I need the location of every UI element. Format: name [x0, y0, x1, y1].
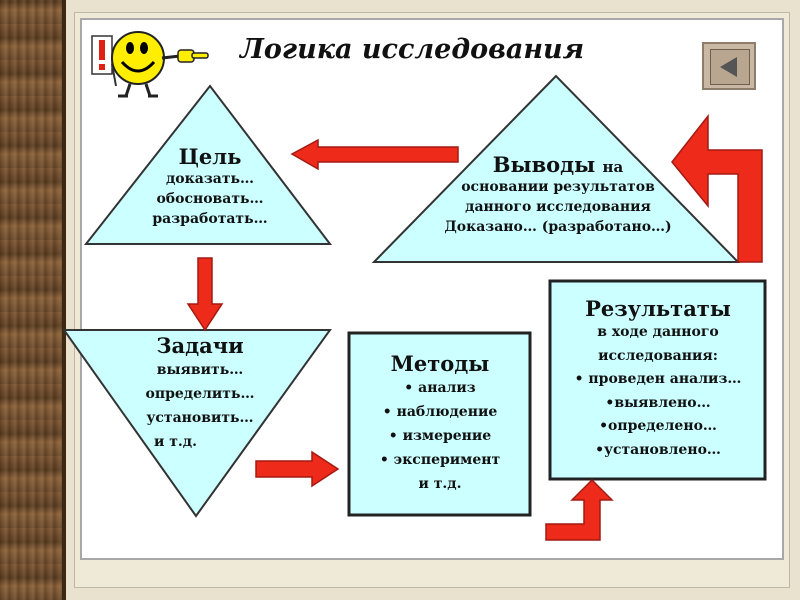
arrow-down [186, 257, 224, 332]
conclusions-item: данного исследования [465, 199, 651, 215]
results-item: •установлено… [595, 441, 721, 458]
goal-heading: Цель [178, 144, 242, 169]
conclusions-item: основании результатов [461, 179, 655, 195]
results-item: •определено… [599, 418, 717, 434]
methods-item: • измерение [388, 428, 492, 444]
results-heading: Результаты [585, 296, 731, 321]
results-item: исследования: [598, 347, 718, 364]
conclusions-triangle [371, 74, 741, 263]
slide-title: Логика исследования [240, 34, 585, 65]
results-item: • проведен анализ… [574, 371, 742, 387]
goal-text: Цель доказать… обосновать… разработать… [120, 144, 300, 229]
back-arrow-icon [720, 57, 737, 77]
exclamation-icon [91, 35, 117, 87]
goal-triangle [83, 84, 333, 245]
arrow-bent-up-right [545, 478, 614, 541]
wood-border-edge [62, 0, 66, 600]
results-item: •выявлено… [605, 394, 711, 411]
results-text: Результаты в ходе данного исследования: … [553, 296, 763, 462]
methods-box [347, 331, 532, 517]
tasks-item: выявить… [156, 362, 244, 378]
conclusions-heading-suffix: на [602, 158, 624, 176]
conclusions-heading: Выводы [492, 152, 596, 177]
goal-item: доказать… [165, 171, 255, 187]
conclusions-heading-line: Выводы на [408, 152, 708, 177]
methods-item: • анализ [404, 380, 476, 396]
methods-text: Методы • анализ • наблюдение • измерение… [352, 351, 528, 496]
results-box [548, 279, 767, 481]
methods-item: • наблюдение [382, 404, 498, 420]
arrow-bent-up [671, 113, 763, 263]
goal-item: разработать… [152, 211, 268, 227]
tasks-heading: Задачи [156, 333, 244, 358]
back-button[interactable] [702, 42, 756, 90]
arrow-right [255, 450, 340, 488]
tasks-item: определить… [145, 386, 255, 402]
tasks-item: установить… [146, 410, 254, 426]
methods-item: и т.д. [418, 476, 462, 492]
goal-item: обосновать… [156, 191, 264, 207]
tasks-text: Задачи выявить… определить… установить… … [110, 333, 290, 454]
conclusions-text: Выводы на основании результатов данного … [408, 152, 708, 237]
back-button-face [710, 49, 750, 85]
arrow-left [290, 138, 459, 171]
smiley-pointing-icon [91, 31, 209, 98]
wood-border [0, 0, 62, 600]
methods-item: • эксперимент [379, 452, 501, 468]
methods-heading: Методы [390, 351, 490, 376]
tasks-triangle [62, 329, 332, 518]
tasks-item: и т.д. [154, 434, 198, 450]
results-item: в ходе данного [597, 324, 719, 340]
conclusions-item: Доказано… (разработано…) [444, 219, 672, 235]
